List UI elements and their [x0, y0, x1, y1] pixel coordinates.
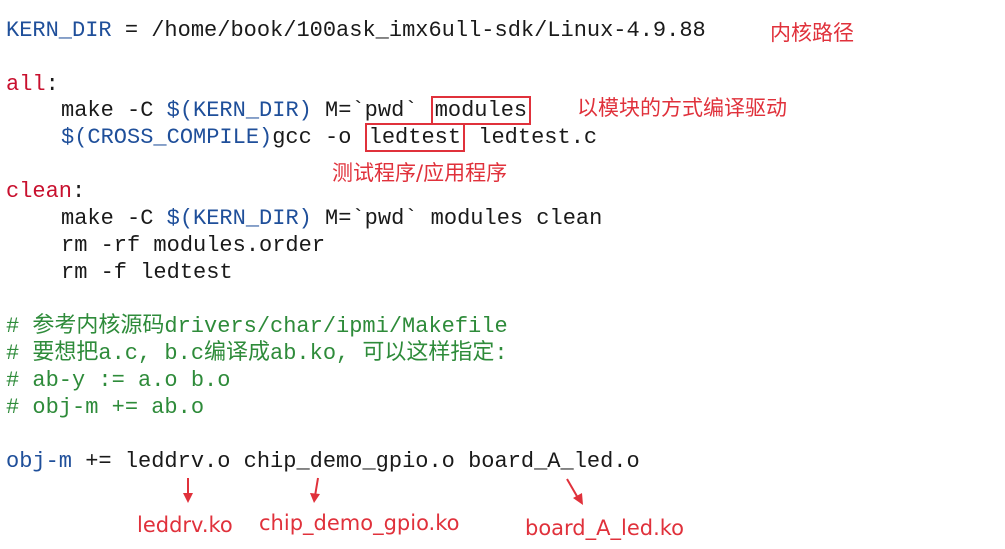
chip-demo-arrow-icon	[310, 477, 320, 503]
chip-demo-ko-label: chip_demo_gpio.ko	[259, 511, 460, 535]
board-ko-label: board_A_led.ko	[525, 516, 685, 540]
all-target-line: all:	[6, 72, 59, 98]
make-clean-pre: make -C	[61, 206, 167, 231]
comment-line-3: # ab-y := a.o b.o	[6, 368, 231, 393]
obj-m-objects: leddrv.o chip_demo_gpio.o board_A_led.o	[111, 449, 640, 474]
rm-order-line: rm -rf modules.order	[61, 233, 326, 258]
cross-compile-var: $(CROSS_COMPILE)	[61, 125, 273, 150]
make-clean-line: make -C $(KERN_DIR) M=`pwd` modules clea…	[61, 206, 602, 232]
make-clean-post: M=`pwd` modules clean	[311, 206, 603, 231]
cross-gcc-mid: gcc -o	[272, 125, 365, 150]
kern-dir-value: = /home/book/100ask_imx6ull-sdk/Linux-4.…	[111, 18, 706, 43]
leddrv-ko-label: leddrv.ko	[137, 513, 233, 537]
leddrv-arrow-icon	[183, 478, 193, 503]
modules-highlight: modules	[430, 96, 532, 125]
comment-line-1: # 参考内核源码drivers/char/ipmi/Makefile	[6, 314, 508, 339]
make-modules-line: make -C $(KERN_DIR) M=`pwd` modules	[61, 96, 532, 125]
rm-ledtest-line: rm -f ledtest	[61, 260, 233, 285]
cross-gcc-post: ledtest.c	[465, 125, 598, 150]
kern-dir-line: KERN_DIR = /home/book/100ask_imx6ull-sdk…	[6, 18, 706, 44]
cross-gcc-line: $(CROSS_COMPILE)gcc -o ledtest ledtest.c	[61, 123, 598, 152]
make-modules-pre: make -C	[61, 98, 167, 123]
clean-target-line: clean:	[6, 179, 85, 205]
obj-m-op: +=	[72, 449, 112, 474]
kernel-path-annotation: 内核路径	[770, 21, 854, 45]
test-program-annotation: 测试程序/应用程序	[332, 161, 508, 185]
obj-m-line: obj-m += leddrv.o chip_demo_gpio.o board…	[6, 449, 640, 475]
all-target: all	[6, 72, 46, 97]
make-modules-mid: M=`pwd`	[311, 98, 431, 123]
all-colon: :	[45, 72, 59, 97]
board-arrow-icon	[566, 478, 583, 505]
clean-colon: :	[72, 179, 86, 204]
kern-dir-var: KERN_DIR	[6, 18, 112, 43]
obj-m-var: obj-m	[6, 449, 73, 474]
make-modules-var: $(KERN_DIR)	[166, 98, 312, 123]
module-build-annotation: 以模块的方式编译驱动	[577, 96, 787, 120]
comment-line-4: # obj-m += ab.o	[6, 395, 205, 420]
make-clean-var: $(KERN_DIR)	[166, 206, 312, 231]
ledtest-highlight: ledtest	[364, 123, 466, 152]
comment-line-2: # 要想把a.c, b.c编译成ab.ko, 可以这样指定:	[6, 341, 508, 366]
clean-target: clean	[6, 179, 73, 204]
